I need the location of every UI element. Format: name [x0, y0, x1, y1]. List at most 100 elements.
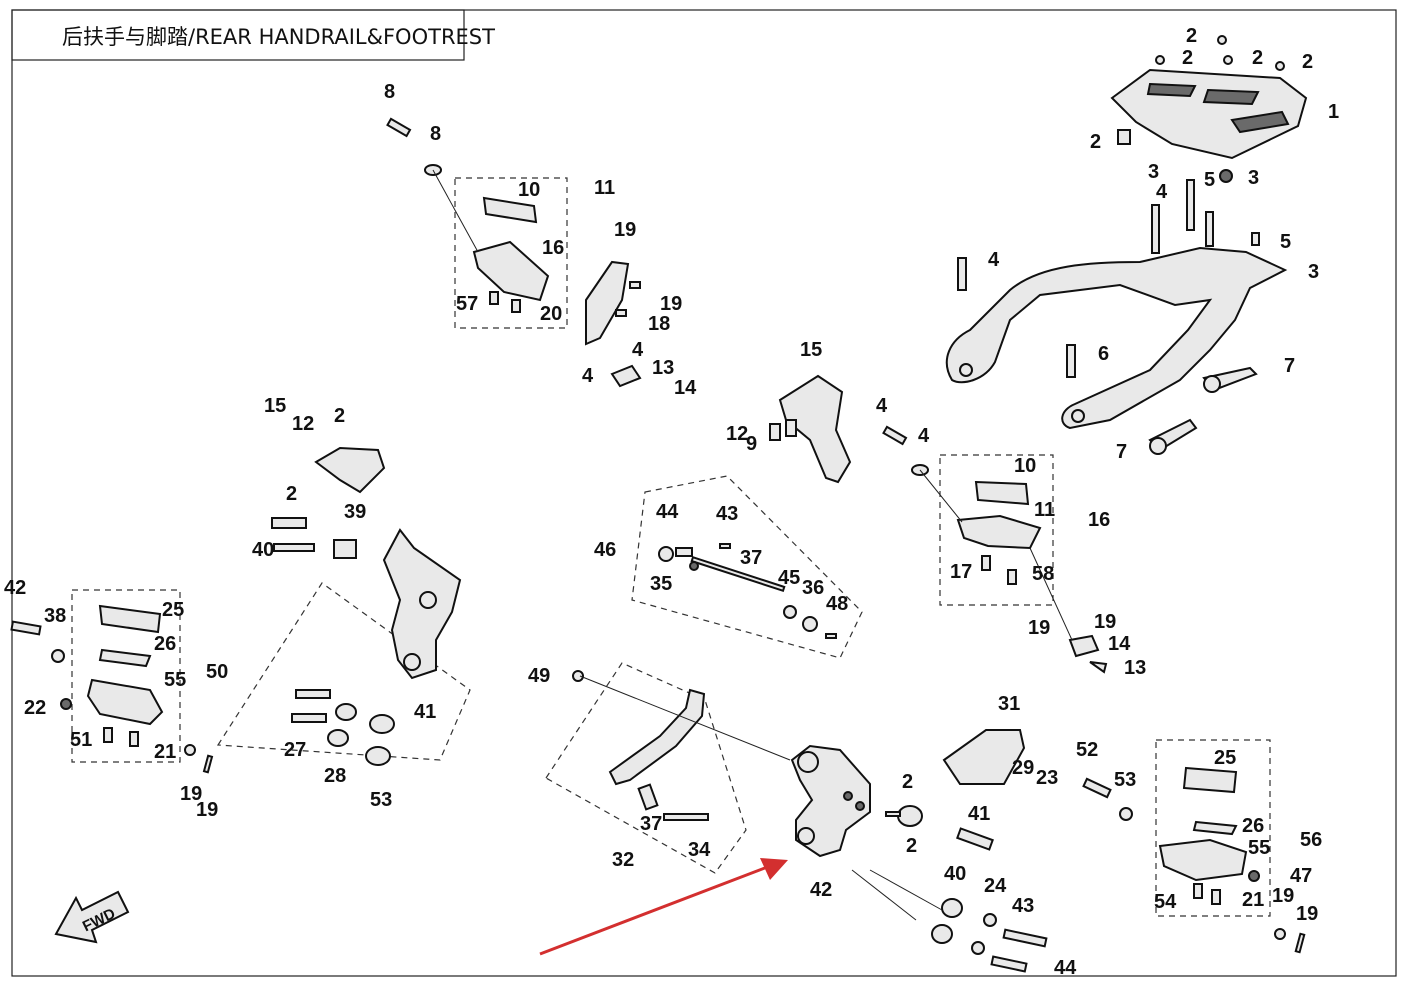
- part-number-label: 6: [1098, 343, 1109, 365]
- part-number-label: 21: [154, 741, 176, 763]
- spring-32: [637, 783, 659, 811]
- part-number-label: 37: [640, 813, 662, 835]
- part-number-label: 44: [1054, 957, 1077, 979]
- footpeg-17: [956, 514, 1042, 550]
- part-number-label: 5: [1280, 231, 1291, 253]
- part-number-label: 7: [1116, 441, 1127, 463]
- part-number-label: 5: [1204, 169, 1215, 191]
- part-number-label: 38: [44, 605, 66, 627]
- part-number-label: 14: [1108, 633, 1131, 655]
- part-number-label: 28: [324, 765, 346, 787]
- cover-23: [942, 729, 1026, 785]
- part-number-label: 4: [582, 365, 594, 387]
- part-number-label: 18: [648, 313, 670, 335]
- part-number-label: 4: [1156, 181, 1168, 203]
- part-number-label: 3: [1308, 261, 1319, 283]
- diagram-frame: [11, 9, 1397, 977]
- footpeg-51: [86, 678, 164, 726]
- part-number-label: 3: [1248, 167, 1259, 189]
- part-number-label: 27: [284, 739, 306, 761]
- part-number-label: 57: [456, 293, 478, 315]
- part-number-label: 49: [528, 665, 550, 687]
- part-number-label: 15: [800, 339, 822, 361]
- part-number-label: 53: [370, 789, 392, 811]
- bracket-18: [585, 260, 630, 346]
- part-number-label: 26: [154, 633, 176, 655]
- group-57-outline: [454, 177, 568, 329]
- part-number-label: 37: [740, 547, 762, 569]
- part-number-label: 46: [594, 539, 616, 561]
- part-number-label: 15: [264, 395, 286, 417]
- part-number-label: 54: [1154, 891, 1177, 913]
- bracket-9: [778, 374, 852, 484]
- part-number-label: 17: [950, 561, 972, 583]
- part-number-label: 50: [206, 661, 228, 683]
- group-35-outline: [631, 475, 863, 659]
- part-number-label: 2: [1302, 51, 1313, 73]
- part-number-label: 55: [164, 669, 186, 691]
- part-number-label: 39: [344, 501, 366, 523]
- part-number-label: 2: [286, 483, 297, 505]
- footpeg-rubber-50: [98, 604, 162, 634]
- part-number-label: 3: [1148, 161, 1159, 183]
- part-number-label: 2: [902, 771, 913, 793]
- part-number-label: 52: [1076, 739, 1098, 761]
- footpeg-20: [472, 240, 550, 302]
- part-number-label: 4: [632, 339, 644, 361]
- part-number-label: 13: [652, 357, 674, 379]
- part-number-label: 9: [746, 433, 757, 455]
- part-number-label: 22: [24, 697, 46, 719]
- part-number-label: 4: [876, 395, 888, 417]
- part-number-label: 32: [612, 849, 634, 871]
- part-number-label: 11: [1034, 499, 1055, 521]
- diagram-title: 后扶手与脚踏/REAR HANDRAIL&FOOTREST: [62, 25, 495, 49]
- part-number-label: 40: [944, 863, 966, 885]
- part-number-label: 19: [614, 219, 636, 241]
- part-number-label: 43: [1012, 895, 1034, 917]
- part-number-label: 19: [1028, 617, 1050, 639]
- part-number-label: 16: [1088, 509, 1110, 531]
- part-number-label: 35: [650, 573, 672, 595]
- part-number-label: 36: [802, 577, 824, 599]
- part-number-label: 56: [1300, 829, 1322, 851]
- part-number-label: 48: [826, 593, 848, 615]
- part-number-label: 26: [1242, 815, 1264, 837]
- part-number-label: 2: [1186, 25, 1197, 47]
- part-number-label: 7: [1284, 355, 1295, 377]
- group-38-outline: [216, 582, 471, 761]
- part-number-label: 25: [162, 599, 184, 621]
- part-number-label: 43: [716, 503, 738, 525]
- part-number-label: 41: [414, 701, 436, 723]
- part-number-label: 42: [4, 577, 26, 599]
- part-number-label: 19: [1094, 611, 1116, 633]
- part-number-label: 20: [540, 303, 562, 325]
- bracket-39: [314, 446, 386, 494]
- part-number-label: 25: [1214, 747, 1236, 769]
- part-number-label: 12: [292, 413, 314, 435]
- part-number-label: 4: [988, 249, 1000, 271]
- group-58-outline: [939, 454, 1054, 606]
- part-number-label: 14: [674, 377, 697, 399]
- part-number-label: 10: [1014, 455, 1036, 477]
- part-number-label: 45: [778, 567, 800, 589]
- footpeg-rubber-16-right: [974, 480, 1030, 506]
- part-number-label: 24: [984, 875, 1007, 897]
- part-number-label: 55: [1248, 837, 1270, 859]
- title-box: [11, 9, 465, 61]
- part-number-label: 12: [726, 423, 748, 445]
- part-number-label: 2: [1090, 131, 1101, 153]
- footpeg-rubber-56: [1182, 766, 1238, 794]
- part-number-label: 2: [334, 405, 345, 427]
- part-number-label: 58: [1032, 563, 1054, 585]
- part-number-label: 19: [1272, 885, 1294, 907]
- footpeg-bracket-24: [790, 744, 871, 858]
- part-number-label: 1: [1328, 101, 1339, 123]
- part-number-label: 29: [1012, 757, 1034, 779]
- part-number-label: 21: [1242, 889, 1264, 911]
- part-number-label: 8: [430, 123, 441, 145]
- part-number-label: 19: [1296, 903, 1318, 925]
- part-number-label: 13: [1124, 657, 1146, 679]
- part-number-label: 31: [998, 693, 1020, 715]
- part-number-label: 2: [1182, 47, 1193, 69]
